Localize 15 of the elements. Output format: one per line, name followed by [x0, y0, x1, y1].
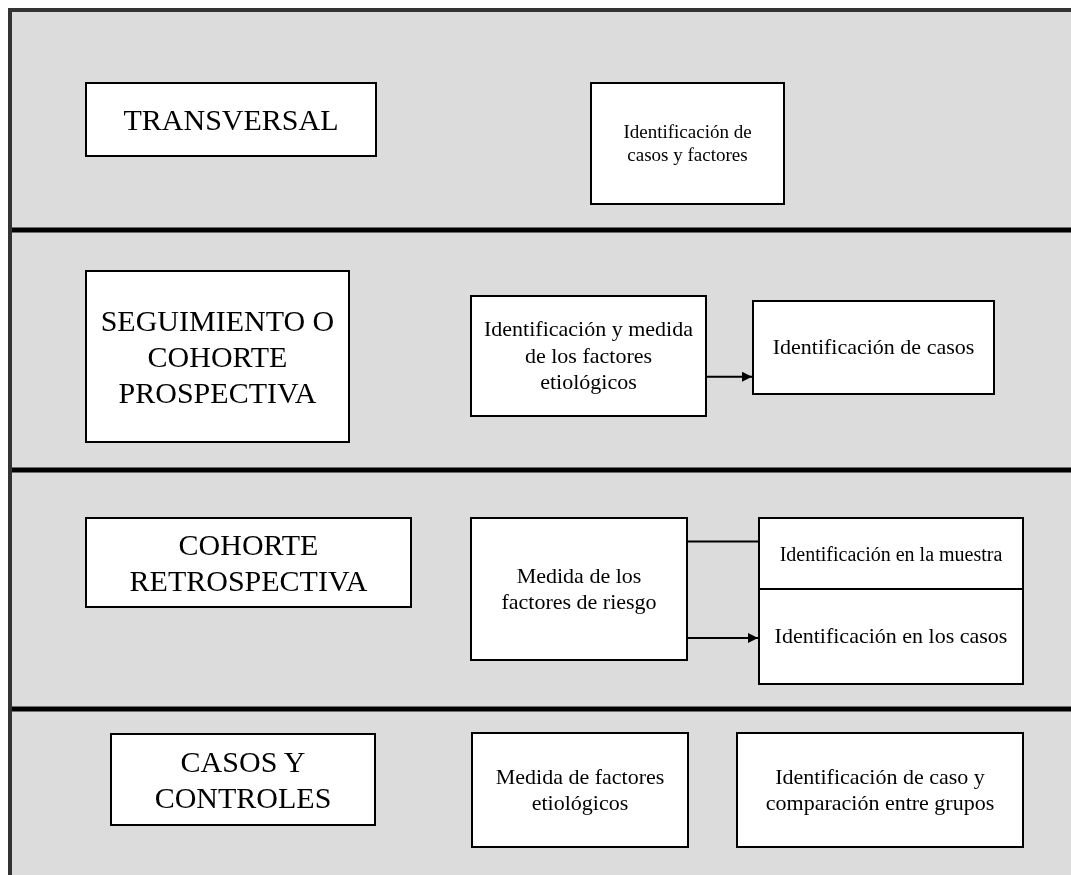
process-box: Identificación en los casos — [758, 588, 1024, 685]
process-box: Identificación en la muestra — [758, 517, 1024, 590]
process-box: Medida de factores etiológicos — [471, 732, 689, 848]
title-box: CASOS Y CONTROLES — [110, 733, 376, 826]
connector-line — [687, 540, 759, 543]
process-box: Medida de los factores de riesgo — [470, 517, 688, 661]
title-box: TRANSVERSAL — [85, 82, 377, 157]
process-box: Identificación de caso y comparación entre grupos — [736, 732, 1024, 848]
arrow — [687, 632, 759, 643]
title-box: SEGUIMIENTO O COHORTE PROSPECTIVA — [85, 270, 350, 443]
arrow — [706, 371, 753, 382]
process-box: Identificación de casos — [752, 300, 995, 395]
title-box: COHORTE RETROSPECTIVA — [85, 517, 412, 608]
process-box: Identificación de casos y factores — [590, 82, 785, 205]
process-box: Identificación y medida de los factores etiológicos — [470, 295, 707, 417]
